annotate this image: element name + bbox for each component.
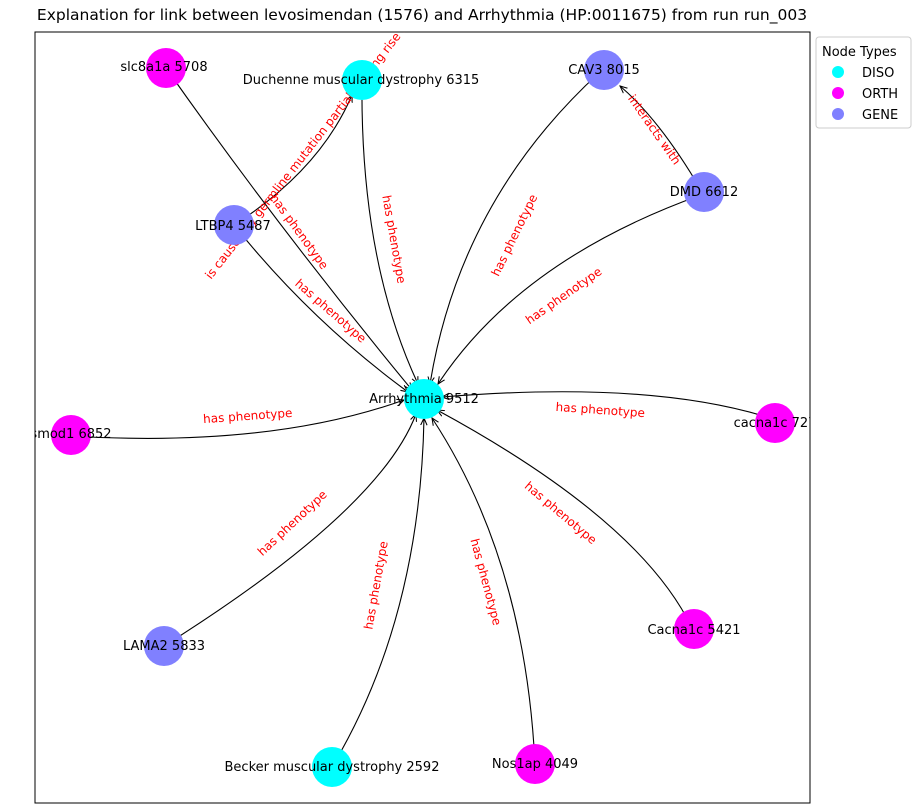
node-arrhythmia[interactable] bbox=[404, 379, 444, 419]
node-label-ltbp4: LTBP4 5487 bbox=[195, 219, 271, 234]
node-label-arrhythmia: Arrhythmia 9512 bbox=[369, 392, 479, 407]
edge-label-becker: has phenotype bbox=[361, 540, 390, 630]
legend-box bbox=[815, 36, 912, 129]
edges-layer bbox=[70, 67, 771, 768]
node-label-lama2: LAMA2 5833 bbox=[123, 639, 205, 654]
legend-label-orth: ORTH bbox=[862, 87, 898, 102]
legend-label-diso: DISO bbox=[862, 66, 894, 81]
edge-cacna1c5421-arrhythmia bbox=[437, 410, 693, 629]
edge-label-dmd: has phenotype bbox=[523, 264, 604, 327]
node-label-cacna1c-5421: Cacna1c 5421 bbox=[647, 623, 740, 638]
node-labels-layer: Arrhythmia 9512 Duchenne muscular dystro… bbox=[30, 60, 817, 775]
legend-swatch-orth bbox=[832, 87, 844, 99]
edge-duchenne-arrhythmia bbox=[361, 79, 418, 384]
edge-ltbp4-duchenne bbox=[233, 95, 352, 226]
node-cacna1c-5421[interactable] bbox=[674, 609, 714, 649]
edge-dmd-cav3 bbox=[620, 86, 702, 191]
node-label-becker: Becker muscular dystrophy 2592 bbox=[225, 760, 440, 775]
edge-cav3-arrhythmia bbox=[430, 71, 601, 384]
edge-label-cav3: has phenotype bbox=[489, 192, 541, 278]
edge-label-dmd-cav3: interacts with bbox=[625, 92, 684, 167]
edge-label-duchenne: has phenotype bbox=[379, 194, 408, 284]
node-cav3[interactable] bbox=[584, 50, 624, 90]
edge-lama2-arrhythmia bbox=[163, 414, 416, 647]
edge-label-ltbp4: has phenotype bbox=[292, 276, 369, 345]
node-label-duchenne: Duchenne muscular dystrophy 6315 bbox=[243, 73, 480, 88]
node-nos1ap[interactable] bbox=[515, 744, 555, 784]
node-dmd-gene[interactable] bbox=[684, 172, 724, 212]
node-smod1[interactable] bbox=[51, 415, 91, 455]
node-becker-muscular-dystrophy[interactable] bbox=[312, 747, 352, 787]
edge-ltbp4-arrhythmia bbox=[233, 224, 408, 392]
node-slc8a1a[interactable] bbox=[146, 48, 186, 88]
edge-becker-arrhythmia bbox=[331, 418, 424, 768]
legend: Node Types DISO ORTH GENE bbox=[815, 36, 912, 129]
node-label-dmd-gene: DMD 6612 bbox=[670, 185, 738, 200]
edge-cacna1c727-arrhythmia bbox=[442, 391, 771, 419]
node-label-cav3: CAV3 8015 bbox=[568, 63, 640, 78]
edge-label-nos1ap: has phenotype bbox=[468, 537, 505, 627]
edge-smod1-arrhythmia bbox=[70, 400, 404, 439]
edge-label-cacna1c5421: has phenotype bbox=[522, 479, 599, 547]
nodes-layer bbox=[51, 48, 795, 787]
node-label-cacna1c-727: cacna1c 727 bbox=[734, 416, 817, 431]
node-cacna1c-727[interactable] bbox=[755, 403, 795, 443]
node-label-nos1ap: Nos1ap 4049 bbox=[492, 757, 578, 772]
edge-dmd-arrhythmia bbox=[438, 194, 702, 384]
legend-swatch-diso bbox=[832, 66, 844, 78]
legend-title: Node Types bbox=[822, 45, 897, 60]
node-ltbp4[interactable] bbox=[214, 205, 254, 245]
edge-slc8a1a-arrhythmia bbox=[165, 67, 412, 390]
node-label-slc8a1a: slc8a1a 5708 bbox=[120, 60, 207, 75]
legend-label-gene: GENE bbox=[862, 108, 898, 123]
diagram-title: Explanation for link between levosimenda… bbox=[36, 6, 808, 24]
edge-label-lama2: has phenotype bbox=[255, 487, 330, 558]
plot-frame bbox=[34, 31, 811, 804]
node-label-smod1: smod1 6852 bbox=[30, 427, 111, 442]
edge-label-smod1: has phenotype bbox=[203, 406, 293, 426]
edge-nos1ap-arrhythmia bbox=[432, 418, 536, 765]
edge-label-cacna1c727: has phenotype bbox=[555, 400, 645, 420]
node-duchenne-muscular-dystrophy[interactable] bbox=[342, 60, 382, 100]
legend-swatch-gene bbox=[832, 108, 844, 120]
node-lama2[interactable] bbox=[144, 626, 184, 666]
edge-label-slc8a1a: has phenotype bbox=[267, 191, 331, 272]
